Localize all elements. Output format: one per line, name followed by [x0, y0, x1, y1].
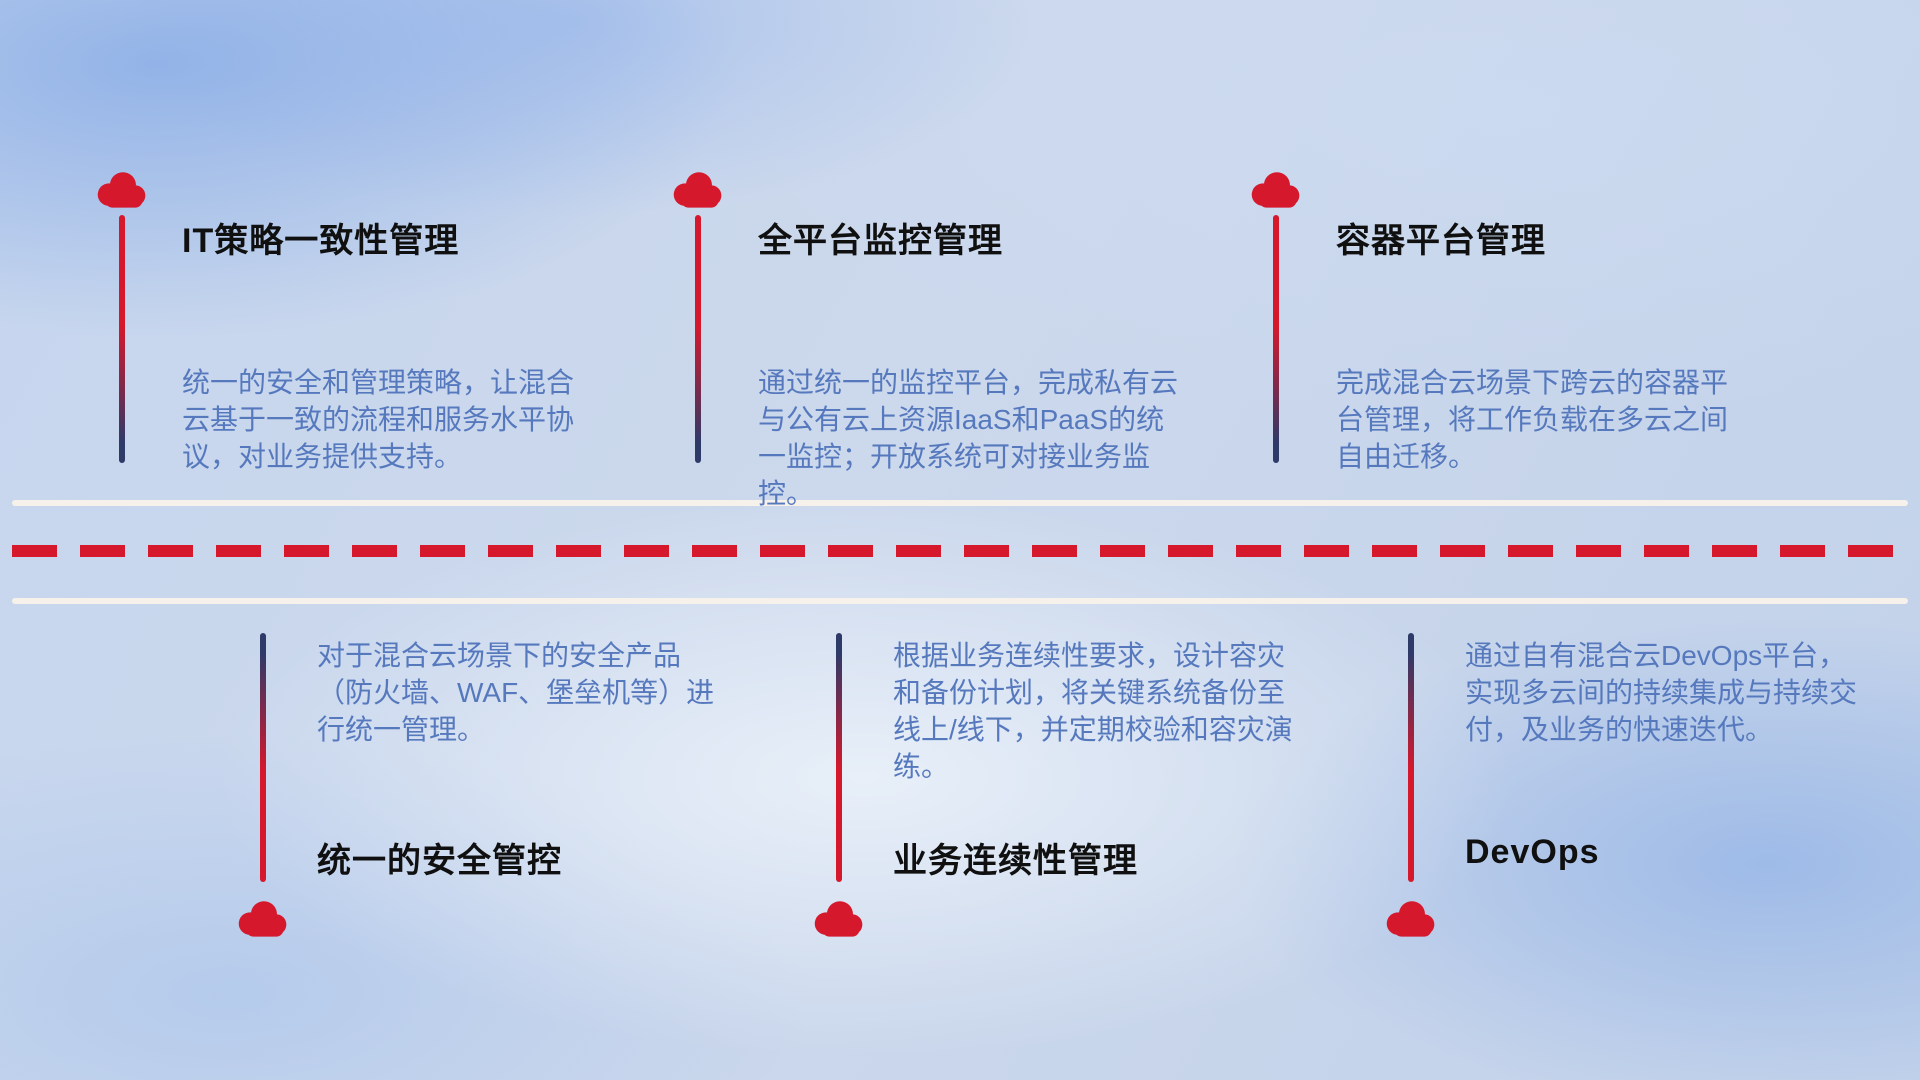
cloud-icon	[670, 169, 726, 209]
capability-item-security-control: 对于混合云场景下的安全产品（防火墙、WAF、堡垒机等）进行统一管理。 统一的安全…	[235, 633, 755, 963]
item-title: 统一的安全管控	[317, 842, 562, 880]
capability-item-monitoring: 全平台监控管理 通过统一的监控平台，完成私有云与公有云上资源IaaS和PaaS的…	[670, 169, 1190, 509]
cloud-icon	[1248, 169, 1304, 209]
connector-line	[1408, 633, 1414, 882]
item-title: 业务连续性管理	[893, 842, 1138, 880]
connector-line	[1273, 215, 1279, 463]
cloud-icon	[1383, 898, 1439, 938]
connector-line	[119, 215, 125, 463]
capability-item-business-continuity: 根据业务连续性要求，设计容灾和备份计划，将关键系统备份至线上/线下，并定期校验和…	[811, 633, 1331, 963]
item-description: 完成混合云场景下跨云的容器平台管理，将工作负载在多云之间自由迁移。	[1336, 367, 1729, 472]
capability-item-devops: 通过自有混合云DevOps平台，实现多云间的持续集成与持续交付，及业务的快速迭代…	[1383, 633, 1903, 963]
item-title: 全平台监控管理	[758, 222, 1003, 260]
item-title: IT策略一致性管理	[182, 222, 460, 260]
item-description: 根据业务连续性要求，设计容灾和备份计划，将关键系统备份至线上/线下，并定期校验和…	[893, 640, 1293, 782]
cloud-icon	[94, 169, 150, 209]
connector-line	[695, 215, 701, 463]
road-white-line-bottom	[12, 598, 1908, 604]
cloud-icon	[811, 898, 867, 938]
item-description: 通过统一的监控平台，完成私有云与公有云上资源IaaS和PaaS的统一监控；开放系…	[758, 367, 1179, 509]
road-dashed-centerline	[12, 545, 1908, 557]
item-description: 通过自有混合云DevOps平台，实现多云间的持续集成与持续交付，及业务的快速迭代…	[1465, 640, 1858, 745]
item-title: DevOps	[1465, 833, 1600, 871]
item-description: 统一的安全和管理策略，让混合云基于一致的流程和服务水平协议，对业务提供支持。	[182, 367, 575, 472]
capability-item-container-platform: 容器平台管理 完成混合云场景下跨云的容器平台管理，将工作负载在多云之间自由迁移。	[1248, 169, 1768, 499]
connector-line	[836, 633, 842, 882]
road-white-line-top	[12, 500, 1908, 506]
capability-item-it-policy: IT策略一致性管理 统一的安全和管理策略，让混合云基于一致的流程和服务水平协议，…	[94, 169, 614, 499]
connector-line	[260, 633, 266, 882]
item-title: 容器平台管理	[1336, 222, 1546, 260]
item-description: 对于混合云场景下的安全产品（防火墙、WAF、堡垒机等）进行统一管理。	[317, 640, 715, 745]
cloud-icon	[235, 898, 291, 938]
